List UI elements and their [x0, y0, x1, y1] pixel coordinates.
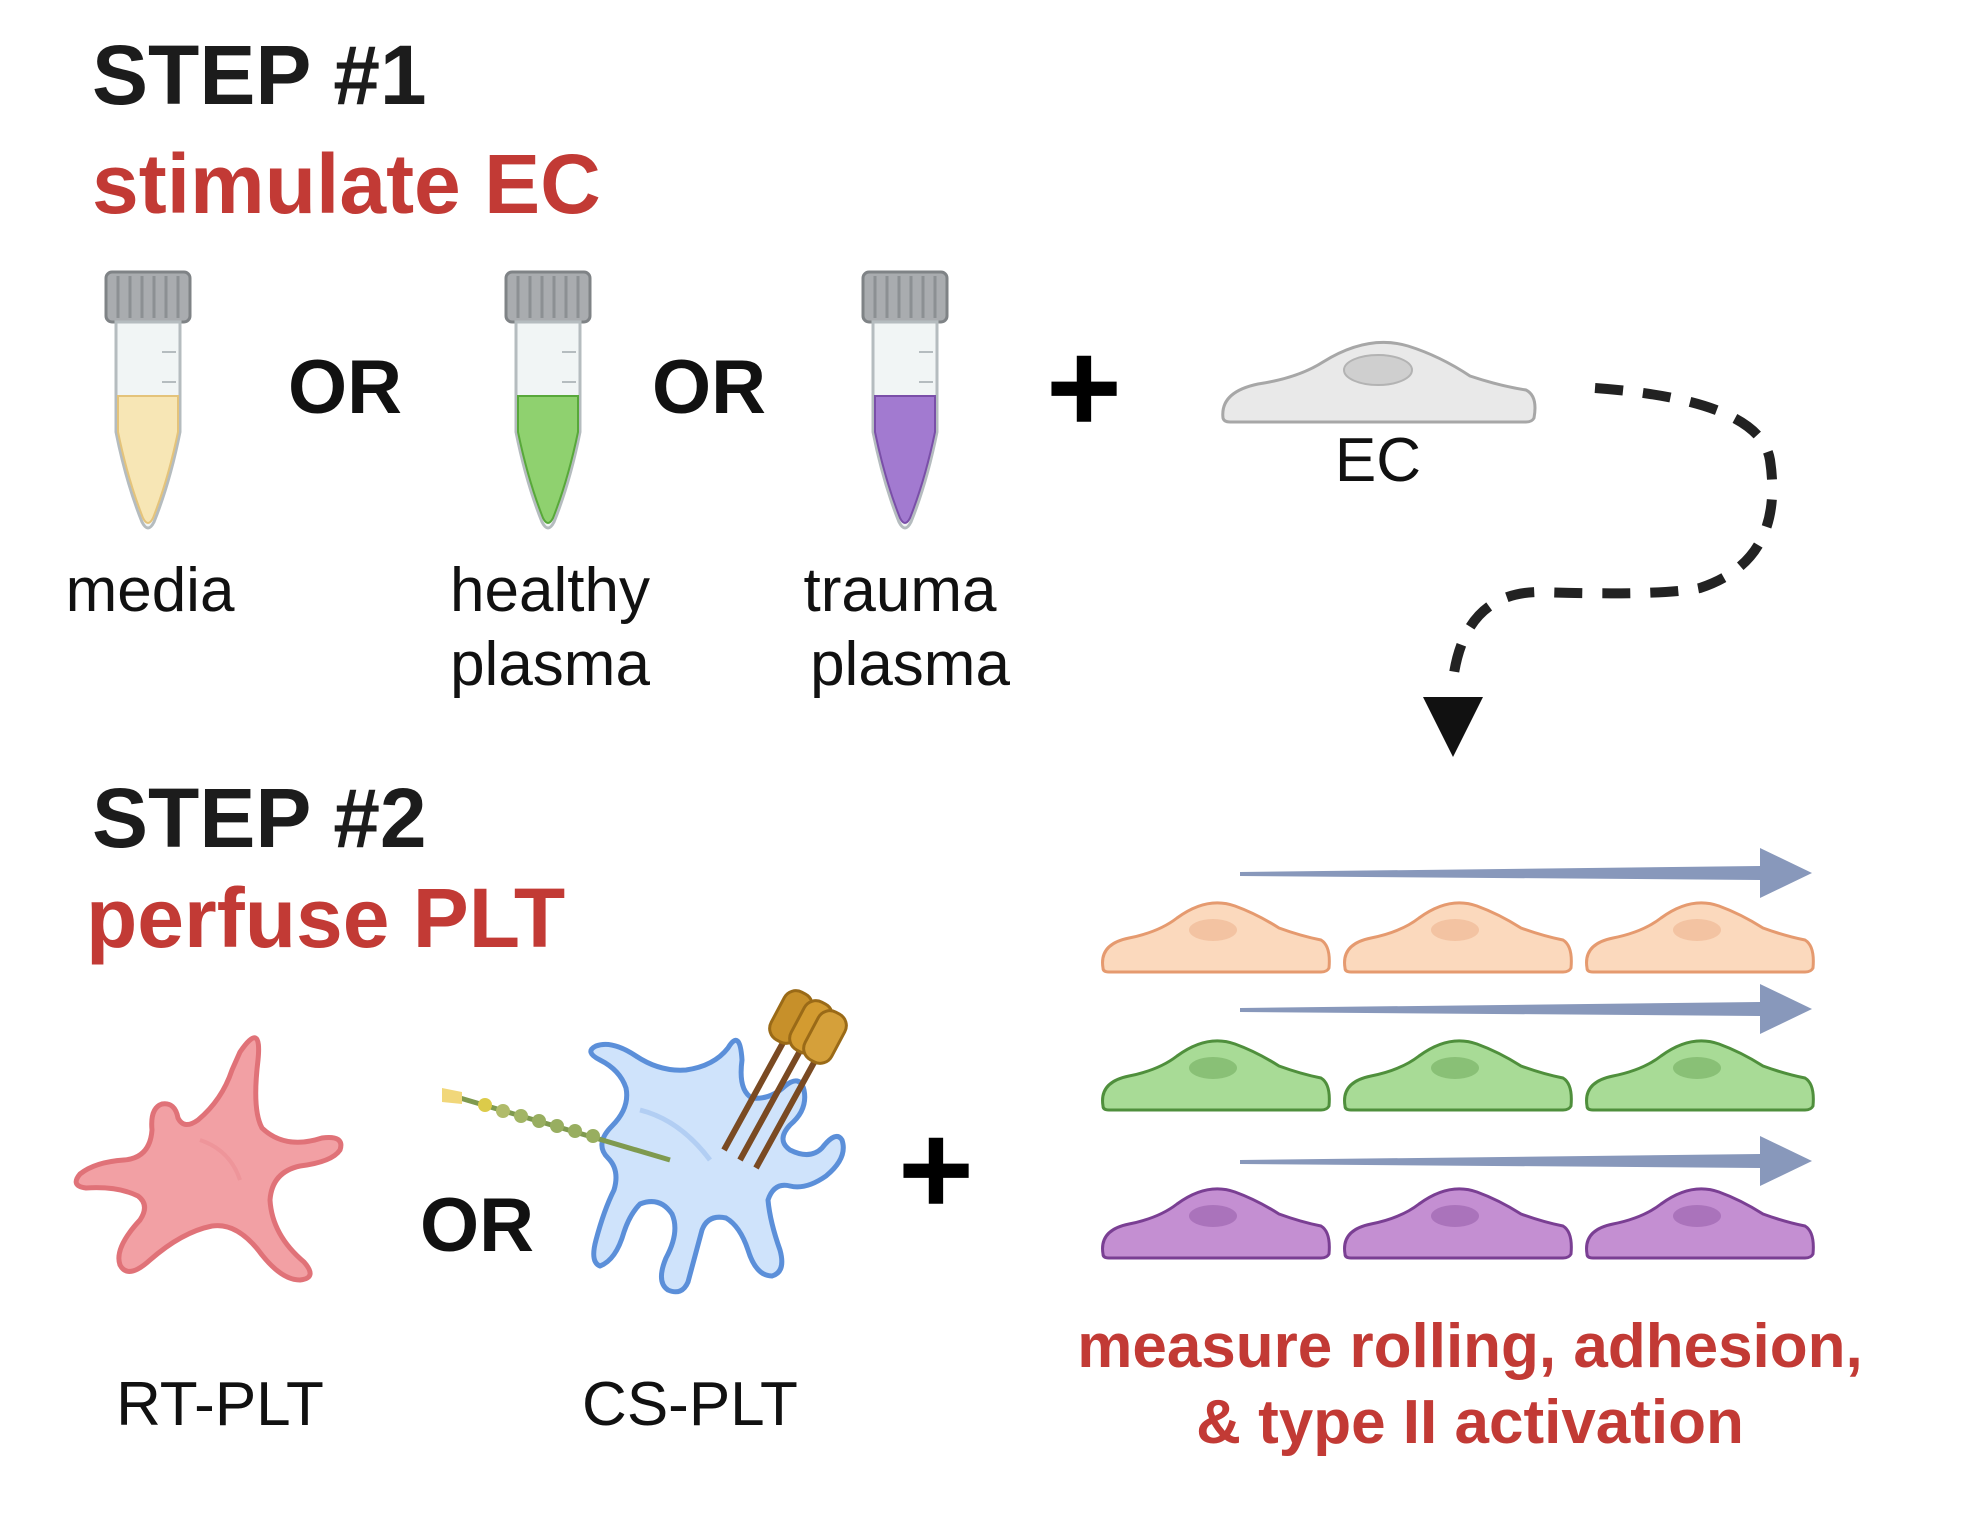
rt-plt-icon: [73, 1035, 344, 1283]
measure-text-line1: measure rolling, adhesion,: [1077, 1312, 1863, 1381]
plus-connector-1: +: [1046, 314, 1122, 460]
cell-row-3: [1101, 1187, 1815, 1260]
media-tube-icon: [104, 270, 192, 530]
ec-label: EC: [1334, 426, 1422, 495]
endothelial-cell-icon: [1101, 1187, 1331, 1260]
plus-connector-2: +: [898, 1096, 974, 1242]
trauma-plasma-label-line2: plasma: [810, 630, 1010, 699]
step2-subtitle: perfuse PLT: [86, 871, 566, 965]
endothelial-cell-icon: [1343, 1187, 1573, 1260]
endothelial-cell-icon: [1101, 1039, 1331, 1112]
or-connector-3: OR: [420, 1183, 534, 1268]
endothelial-cell-icon: [1101, 901, 1331, 974]
endothelial-cell-icon: [1343, 901, 1573, 974]
swab-icon: [721, 989, 848, 1170]
or-connector-2: OR: [652, 345, 766, 430]
endothelial-cell-icon: [1343, 1039, 1573, 1112]
flow-arrow-icon: [1240, 1136, 1812, 1186]
healthy-plasma-tube-icon: [504, 270, 592, 530]
step1-heading: STEP #1: [92, 28, 427, 122]
measure-text-line2: & type II activation: [1196, 1388, 1744, 1457]
cs-plt-icon: [442, 989, 848, 1295]
trauma-plasma-label-line1: trauma: [803, 556, 997, 625]
trauma-plasma-tube-icon: [861, 270, 949, 530]
flow-arrow-icon: [1240, 848, 1812, 898]
step2-heading: STEP #2: [92, 771, 427, 865]
healthy-plasma-label-line2: plasma: [450, 630, 650, 699]
flow-arrows: [1240, 848, 1812, 1186]
cell-row-1: [1101, 901, 1815, 974]
endothelial-cell-icon: [1585, 1187, 1815, 1260]
cs-plt-label: CS-PLT: [582, 1370, 798, 1439]
rt-plt-label: RT-PLT: [116, 1370, 324, 1439]
endothelial-monolayers: [1101, 901, 1815, 1260]
flow-arrow-icon: [1240, 984, 1812, 1034]
probe-icon: [442, 1088, 671, 1163]
healthy-plasma-label-line1: healthy: [450, 556, 650, 625]
or-connector-1: OR: [288, 345, 402, 430]
media-label: media: [65, 556, 235, 625]
ec-cell-icon: [1221, 340, 1537, 424]
endothelial-cell-icon: [1585, 1039, 1815, 1112]
step1-subtitle: stimulate EC: [92, 137, 601, 231]
transfer-arrow-icon: [1423, 383, 1778, 757]
cell-row-2: [1101, 1039, 1815, 1112]
endothelial-cell-icon: [1585, 901, 1815, 974]
